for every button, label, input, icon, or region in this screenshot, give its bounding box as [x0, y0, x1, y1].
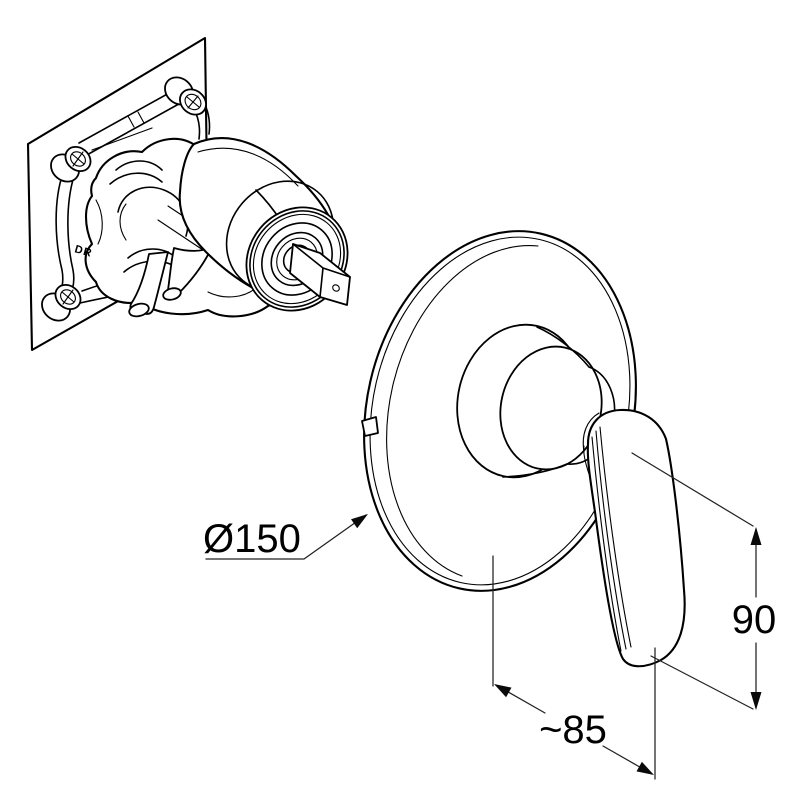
arrowhead-icon — [636, 761, 654, 775]
dimension-diameter-label: Ø150 — [203, 517, 301, 561]
handle-pivot — [583, 445, 590, 475]
screw-mid-left — [50, 146, 92, 183]
extension-line — [631, 452, 754, 527]
support-legs — [128, 246, 213, 318]
square-spindle — [289, 243, 351, 306]
support-leg — [129, 251, 169, 315]
escutcheon-lever-view — [361, 230, 686, 668]
spindle-hole — [332, 284, 340, 292]
escutcheon-rim-inner — [386, 245, 539, 577]
arrowhead-icon — [750, 527, 762, 545]
cartridge-cover-hub — [456, 323, 616, 479]
plate-tab — [361, 416, 379, 437]
screw-bottom-left — [41, 284, 82, 322]
cartridge-cylinder — [178, 136, 351, 312]
diameter-leader-line — [205, 514, 367, 560]
arrowhead-icon — [750, 692, 762, 710]
dimension-height-label: 90 — [732, 598, 777, 642]
spindle-box — [289, 243, 351, 306]
dimension-height: 90 — [631, 452, 777, 710]
dimension-diameter: Ø150 — [203, 514, 368, 561]
dimension-projection-label: ~85 — [539, 708, 607, 752]
screw-slot-icon — [71, 151, 85, 167]
rough-in-valve-view: DR — [26, 36, 351, 352]
screw-slot-icon — [61, 289, 75, 305]
screw-slot-icon — [186, 95, 200, 109]
extension-line — [650, 655, 754, 710]
leg-foot — [162, 287, 182, 301]
arrowhead-icon — [494, 684, 512, 698]
dimension-projection: ~85 — [492, 555, 656, 780]
leg-foot — [128, 302, 150, 318]
arrowhead-icon — [351, 514, 368, 529]
lever-handle — [582, 408, 686, 668]
dimension-annotations: Ø150 ~85 90 — [203, 452, 777, 780]
cast-mark-label: DR — [73, 243, 94, 259]
screw-top-right — [164, 76, 207, 116]
